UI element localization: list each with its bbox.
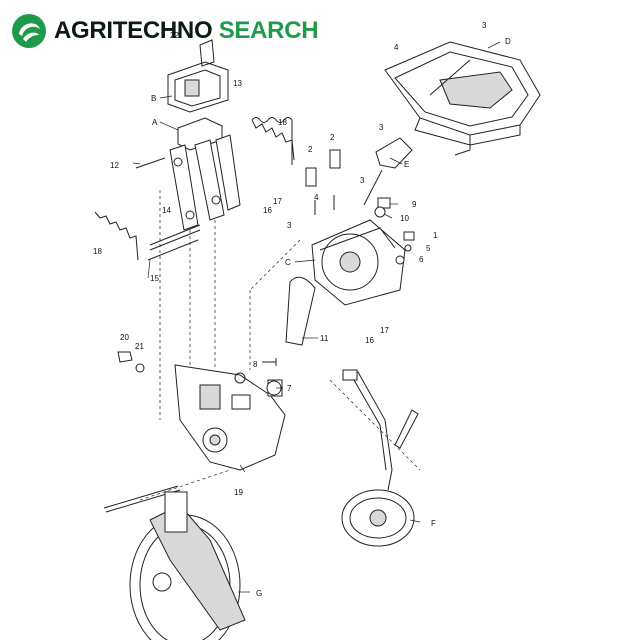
callout-2b: 2 xyxy=(330,133,335,142)
callout-6: 6 xyxy=(419,255,424,264)
callout-12: 12 xyxy=(110,161,119,170)
callout-16b: 16 xyxy=(365,336,374,345)
callout-f: F xyxy=(431,519,436,528)
callout-a: A xyxy=(152,118,158,127)
callout-3b: 3 xyxy=(379,123,384,132)
callout-17b: 17 xyxy=(380,326,389,335)
bolt-part-8 xyxy=(262,358,277,366)
opener-disc-part-g xyxy=(129,491,246,640)
callout-2a: 2 xyxy=(308,145,313,154)
callout-b: B xyxy=(151,94,156,103)
callout-4a: 4 xyxy=(394,43,399,52)
brand-name-main: AGRITECHNO xyxy=(54,17,213,44)
assembly-guide-lines xyxy=(139,190,421,501)
callout-18b: 18 xyxy=(93,247,102,256)
callout-c: C xyxy=(285,258,291,267)
brand-header: AGRITECHNO SEARCH xyxy=(10,12,319,50)
callout-21: 21 xyxy=(135,342,144,351)
callout-g: G xyxy=(256,589,262,598)
leader-lines xyxy=(132,41,501,593)
callout-19: 19 xyxy=(234,488,243,497)
callout-11: 11 xyxy=(320,334,329,343)
metering-housing-part-c xyxy=(311,219,406,306)
springs-part-18 xyxy=(94,117,295,261)
callout-3a: 3 xyxy=(482,21,487,30)
callout-14: 14 xyxy=(162,206,171,215)
nut-part-21 xyxy=(135,363,145,373)
callout-3d: 3 xyxy=(287,221,292,230)
callout-22: 22 xyxy=(170,31,179,40)
callout-13: 13 xyxy=(233,79,242,88)
pins xyxy=(135,157,201,261)
gearbox-part-19 xyxy=(174,364,286,471)
callout-10: 10 xyxy=(400,214,409,223)
callout-20: 20 xyxy=(120,333,129,342)
brand-name-accent: SEARCH xyxy=(212,17,319,44)
callout-d: D xyxy=(505,37,511,46)
press-wheel-part-f xyxy=(341,369,419,547)
agritechno-swirl-icon xyxy=(12,14,46,48)
callout-5: 5 xyxy=(426,244,431,253)
brand-name: AGRITECHNO SEARCH xyxy=(54,17,319,45)
callout-4b: 4 xyxy=(314,193,319,202)
callout-18a: 18 xyxy=(278,118,287,127)
callout-3c: 3 xyxy=(360,176,365,185)
callout-8: 8 xyxy=(253,360,258,369)
callout-15: 15 xyxy=(150,274,159,283)
callout-9: 9 xyxy=(412,200,417,209)
hopper-part-d xyxy=(384,41,541,156)
callout-16a: 16 xyxy=(263,206,272,215)
lever-part-e xyxy=(363,137,413,206)
upper-bracket-part-b xyxy=(167,39,229,113)
seed-tube-part-11 xyxy=(285,276,316,346)
callout-1: 1 xyxy=(433,231,438,240)
callout-e: E xyxy=(404,160,409,169)
lever-assembly-part-a xyxy=(169,117,241,231)
callout-labels: B A C D E F G 1 2 2 3 3 3 3 4 4 5 6 7 8 … xyxy=(93,21,511,598)
small-fasteners xyxy=(305,149,415,265)
bolt-part-20 xyxy=(117,351,133,363)
callout-17a: 17 xyxy=(273,197,282,206)
callout-7: 7 xyxy=(287,384,292,393)
